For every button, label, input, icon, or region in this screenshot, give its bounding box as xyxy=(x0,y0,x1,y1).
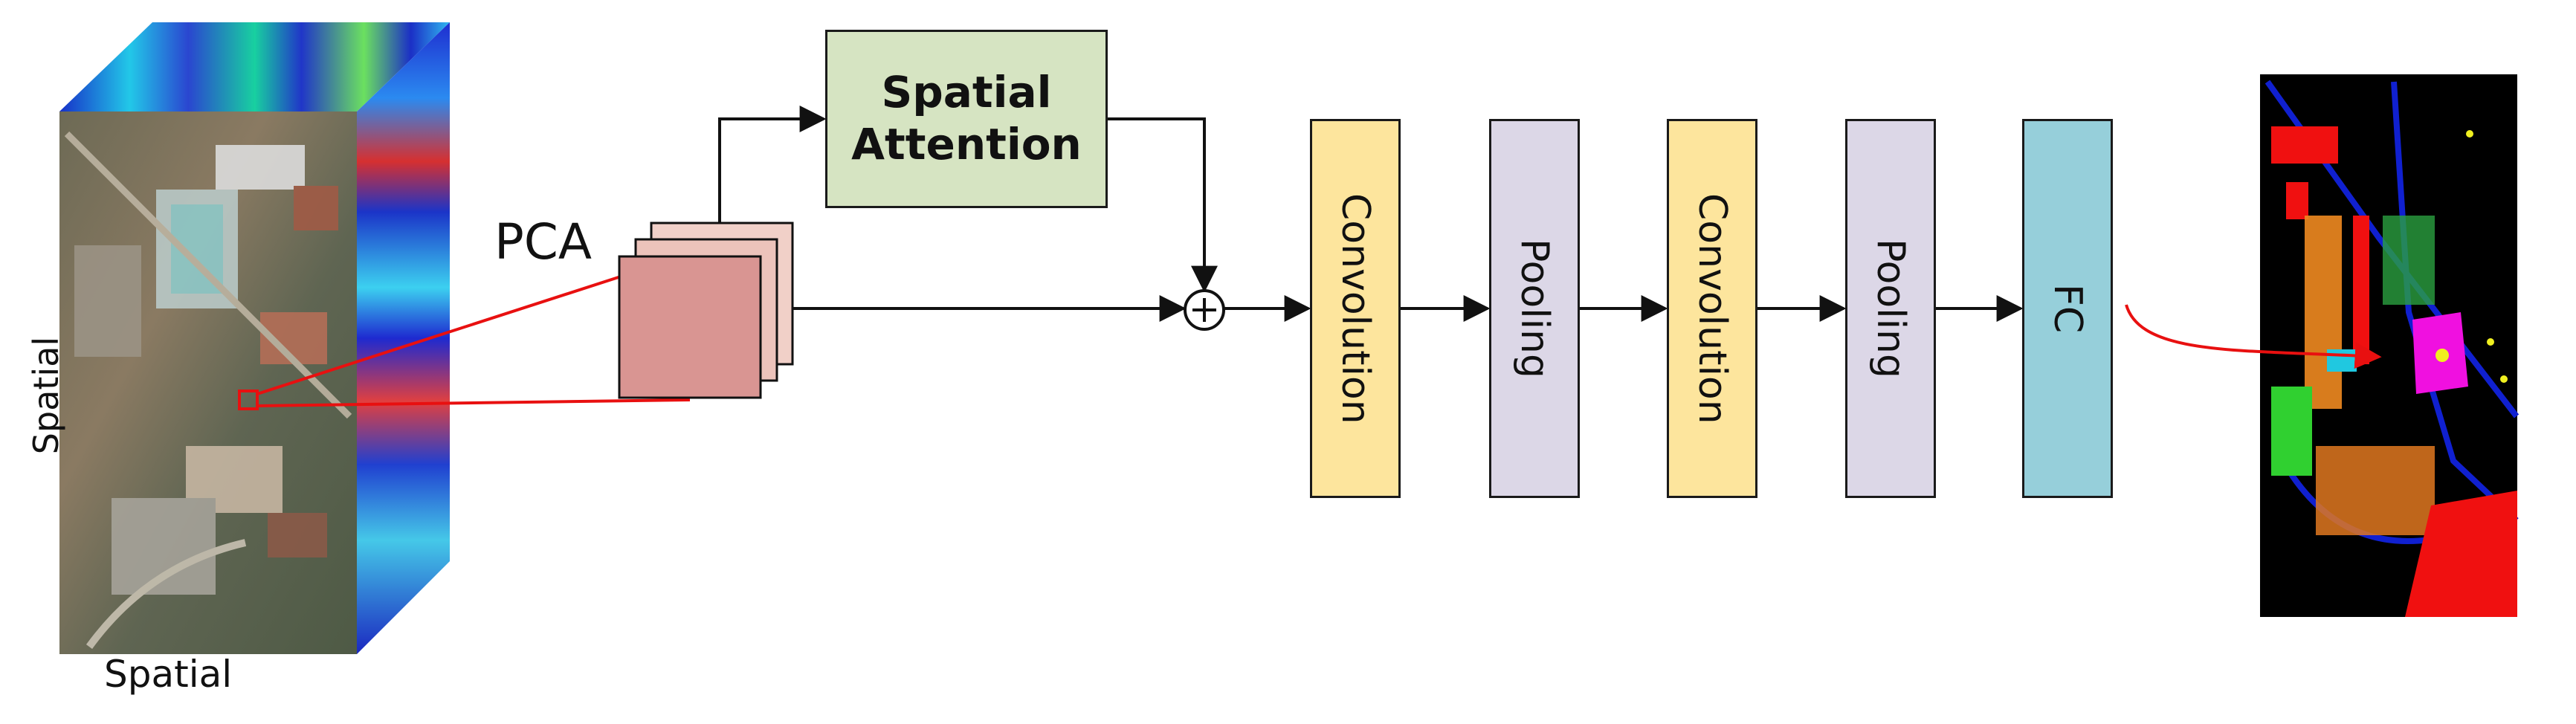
pooling-block-1: Pooling xyxy=(1489,119,1580,498)
arrow-attention-to-sum xyxy=(1108,117,1218,293)
convolution-block-1-label: Convolution xyxy=(1333,193,1378,424)
spatial-attention-label: Spatial Attention xyxy=(851,67,1082,169)
pooling-block-2-label: Pooling xyxy=(1868,239,1913,378)
projection-line-bottom xyxy=(256,398,691,407)
sum-node xyxy=(1184,289,1225,331)
spatial-axis-label-vertical: Spatial xyxy=(26,336,66,455)
selected-pixel-marker xyxy=(238,390,259,410)
pca-patch-stack xyxy=(618,222,794,399)
spatial-attention-block: Spatial Attention xyxy=(825,30,1108,208)
convolution-block-1: Convolution xyxy=(1310,119,1401,498)
cube-side-face xyxy=(357,22,450,654)
projection-line-top xyxy=(256,275,622,395)
convolution-block-2: Convolution xyxy=(1667,119,1757,498)
fully-connected-block: FC xyxy=(2022,119,2113,498)
pca-label: PCA xyxy=(494,213,593,271)
hyperspectral-cube xyxy=(59,22,450,654)
convolution-block-2-label: Convolution xyxy=(1690,193,1734,424)
spatial-axis-label-horizontal: Spatial xyxy=(104,653,233,696)
pca-patch-front xyxy=(618,255,762,399)
aerial-buildings xyxy=(64,131,352,649)
fully-connected-block-label: FC xyxy=(2045,283,2090,334)
output-arrow xyxy=(2125,304,2382,369)
cube-top-face xyxy=(59,22,450,111)
classification-map xyxy=(2260,74,2519,617)
pooling-block-2: Pooling xyxy=(1845,119,1936,498)
pooling-block-1-label: Pooling xyxy=(1512,239,1557,378)
arrow-to-attention xyxy=(718,106,827,223)
